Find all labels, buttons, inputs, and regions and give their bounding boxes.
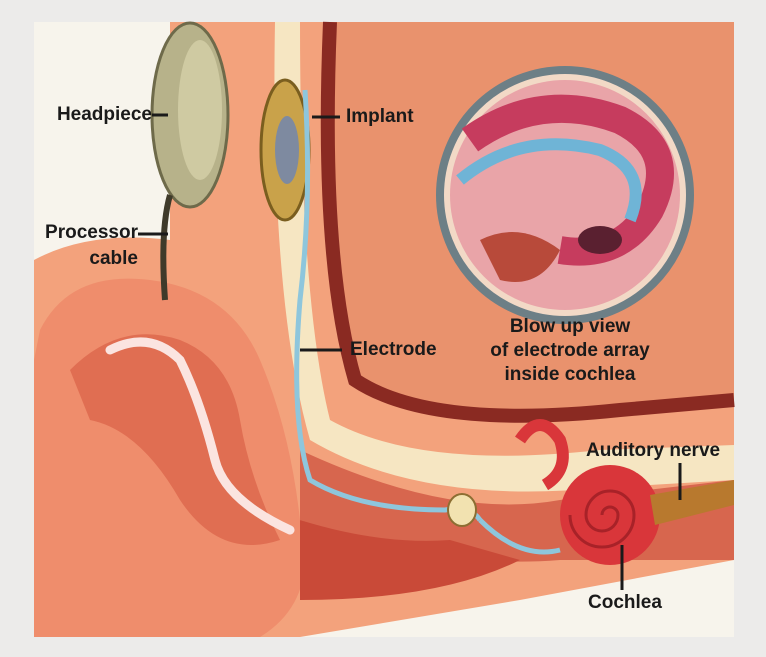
auditory-nerve-label: Auditory nerve: [586, 440, 721, 461]
electrode-label: Electrode: [350, 339, 437, 360]
blowup-tissue: [480, 232, 560, 282]
cochlea-label: Cochlea: [588, 592, 662, 613]
auditory-nerve-bundle: [650, 480, 734, 525]
cochlea-body: [560, 465, 660, 565]
processor-cable-label-line1: Processor: [45, 222, 138, 243]
semicircular-canal: [515, 419, 569, 491]
blowup-electrode-array: [456, 138, 642, 223]
cochlea-spiral: [568, 489, 636, 549]
ear-rim-highlight: [105, 337, 295, 535]
electrode-lead-tip: [478, 518, 561, 555]
implant-label: Implant: [346, 106, 414, 127]
ear-canal: [300, 520, 520, 600]
processor-cable-label-line2: cable: [89, 248, 138, 269]
blowup-label-line2: of electrode array: [490, 340, 650, 361]
ossicle: [447, 493, 477, 527]
blowup-label-line3: inside cochlea: [504, 364, 636, 385]
electrode-lead: [294, 89, 483, 522]
skull-bone: [274, 22, 734, 492]
headpiece-shine: [178, 40, 222, 180]
implant-magnet: [275, 116, 299, 184]
ear-concha: [70, 334, 280, 545]
processor-cable-wire: [160, 194, 173, 301]
dura-layer: [320, 21, 735, 423]
blowup-label-line1: Blow up view: [509, 316, 631, 337]
headpiece-label: Headpiece: [56, 104, 152, 125]
blowup-chamber: [578, 226, 622, 254]
